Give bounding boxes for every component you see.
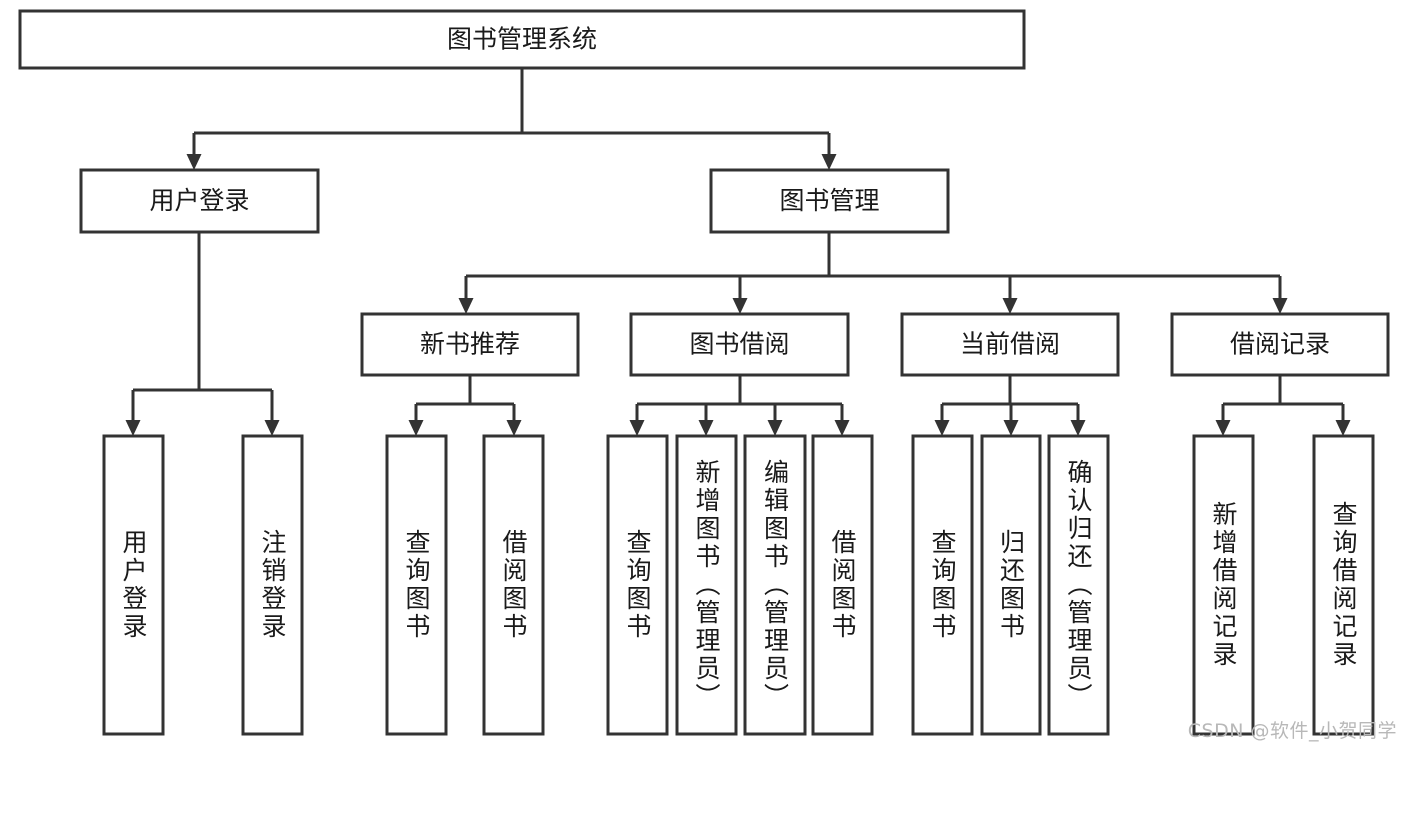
node-box-leaf-edit-book[interactable] xyxy=(743,434,807,736)
connector-arrowhead xyxy=(458,298,474,314)
connector-arrowhead xyxy=(408,420,424,436)
node-box-leaf-user-login[interactable] xyxy=(102,434,165,736)
connector-arrowhead xyxy=(934,420,950,436)
connector-c-book-borrow xyxy=(629,375,850,436)
node-box-leaf-query-book-1[interactable] xyxy=(385,434,448,736)
node-label-new-book-rec: 新书推荐 xyxy=(420,330,520,359)
connector-arrowhead xyxy=(125,420,141,436)
node-box-borrow-record[interactable] xyxy=(1170,312,1390,377)
node-box-user-login[interactable] xyxy=(79,168,320,234)
node-box-leaf-add-record[interactable] xyxy=(1192,434,1255,736)
node-box-book-borrow[interactable] xyxy=(629,312,850,377)
node-box-leaf-query-book-3[interactable] xyxy=(911,434,974,736)
connector-arrowhead xyxy=(821,154,837,170)
node-label-root: 图书管理系统 xyxy=(447,25,597,54)
node-label-current-borrow: 当前借阅 xyxy=(960,330,1060,359)
node-box-leaf-query-record[interactable] xyxy=(1312,434,1375,736)
diagram-canvas: 图书管理系统用户登录图书管理新书推荐图书借阅当前借阅借阅记录 用户登录注销登录查… xyxy=(18,9,1397,742)
node-label-book-borrow: 图书借阅 xyxy=(689,330,789,359)
connector-arrowhead xyxy=(767,420,783,436)
connector-c-book-manage xyxy=(458,232,1288,314)
connector-arrowhead xyxy=(1335,420,1351,436)
connector-arrowhead xyxy=(264,420,280,436)
connector-arrowhead xyxy=(506,420,522,436)
connector-c-borrow-record xyxy=(1215,375,1351,436)
connector-c-user-login xyxy=(125,232,280,436)
connector-arrowhead xyxy=(629,420,645,436)
node-box-current-borrow[interactable] xyxy=(900,312,1120,377)
node-label-book-manage: 图书管理 xyxy=(779,186,879,215)
connector-arrowhead xyxy=(186,154,202,170)
node-box-leaf-confirm-return[interactable] xyxy=(1047,434,1110,736)
node-box-leaf-logout[interactable] xyxy=(241,434,304,736)
connector-arrowhead xyxy=(1070,420,1086,436)
node-box-layer xyxy=(18,9,1390,736)
node-box-leaf-borrow-book-1[interactable] xyxy=(482,434,545,736)
connector-arrowhead xyxy=(1215,420,1231,436)
node-box-leaf-add-book[interactable] xyxy=(675,434,738,736)
connector-arrowhead xyxy=(834,420,850,436)
connector-c-new-book-rec xyxy=(408,375,522,436)
connector-arrowhead xyxy=(732,298,748,314)
node-box-leaf-return-book[interactable] xyxy=(980,434,1042,736)
node-box-book-manage[interactable] xyxy=(709,168,950,234)
node-box-leaf-query-book-2[interactable] xyxy=(606,434,669,736)
connector-layer xyxy=(125,68,1351,436)
node-box-new-book-rec[interactable] xyxy=(360,312,580,377)
connector-c-root xyxy=(186,68,837,170)
connector-arrowhead xyxy=(1272,298,1288,314)
node-label-borrow-record: 借阅记录 xyxy=(1230,330,1330,359)
connector-arrowhead xyxy=(698,420,714,436)
connector-arrowhead xyxy=(1002,298,1018,314)
watermark-text: CSDN @软件_小贺同学 xyxy=(1187,720,1397,742)
node-box-root[interactable] xyxy=(18,9,1026,70)
node-label-user-login: 用户登录 xyxy=(149,186,249,215)
connector-c-current-borrow xyxy=(934,375,1086,436)
connector-arrowhead xyxy=(1003,420,1019,436)
node-box-leaf-borrow-book-2[interactable] xyxy=(811,434,874,736)
